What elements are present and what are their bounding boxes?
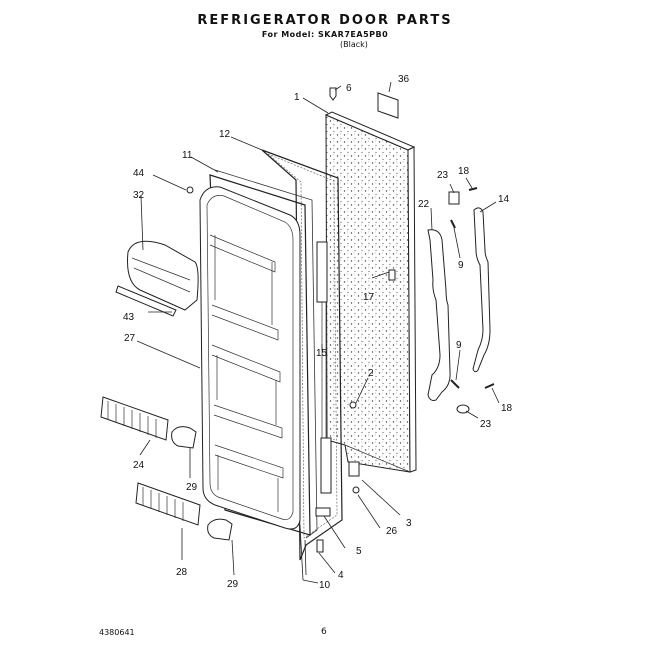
callout-29-lower: 29 bbox=[227, 579, 239, 590]
callout-29-upper: 29 bbox=[186, 482, 198, 493]
handle-trim-14 bbox=[472, 207, 491, 373]
callout-numbers: 1 2 3 4 5 6 9 9 10 11 12 14 15 17 18 18 … bbox=[123, 74, 513, 591]
handle-screw-top bbox=[468, 187, 478, 191]
callout-36: 36 bbox=[398, 74, 410, 85]
callout-4: 4 bbox=[338, 570, 344, 581]
footer-page-number: 6 bbox=[321, 627, 327, 637]
callout-32: 32 bbox=[133, 190, 145, 201]
dairy-trim-43 bbox=[115, 285, 177, 317]
page-title: REFRIGERATOR DOOR PARTS bbox=[197, 13, 453, 28]
shelf-cap-29-upper bbox=[171, 426, 197, 449]
callout-12: 12 bbox=[219, 129, 231, 140]
door-channel bbox=[316, 241, 332, 494]
callout-24: 24 bbox=[133, 460, 145, 471]
callout-1: 1 bbox=[294, 92, 300, 103]
footer-document-id: 4380641 bbox=[99, 628, 135, 637]
door-liner bbox=[199, 186, 301, 530]
callout-27: 27 bbox=[124, 333, 136, 344]
callout-14: 14 bbox=[498, 194, 510, 205]
model-code: (Black) bbox=[340, 40, 368, 49]
handle-screw-bottom bbox=[484, 383, 495, 389]
callout-17: 17 bbox=[363, 292, 375, 303]
door-handle-22 bbox=[427, 229, 451, 401]
callout-5: 5 bbox=[356, 546, 362, 557]
clip-17 bbox=[388, 269, 396, 281]
model-number: For Model: SKAR7EA5PB0 bbox=[261, 30, 389, 39]
door-shelf-28 bbox=[135, 482, 201, 526]
callout-18-upper: 18 bbox=[458, 166, 470, 177]
handle-pin-top bbox=[450, 219, 456, 229]
callout-6: 6 bbox=[346, 83, 352, 94]
callout-23-lower: 23 bbox=[480, 419, 492, 430]
outer-door-panel bbox=[324, 111, 417, 473]
door-gasket bbox=[261, 149, 343, 561]
callout-23-upper: 23 bbox=[437, 170, 449, 181]
dairy-door-32 bbox=[127, 240, 199, 311]
door-shelf-24 bbox=[100, 396, 169, 441]
callout-15: 15 bbox=[316, 348, 328, 359]
callout-11: 11 bbox=[182, 150, 193, 161]
callout-28: 28 bbox=[176, 567, 188, 578]
callout-3: 3 bbox=[406, 518, 412, 529]
callout-22: 22 bbox=[418, 199, 430, 210]
callout-43: 43 bbox=[123, 312, 135, 323]
shelf-cap-29-lower bbox=[207, 518, 233, 541]
screw-44 bbox=[186, 186, 194, 194]
handle-bracket-top bbox=[448, 191, 460, 205]
screw-2 bbox=[349, 401, 357, 409]
screw-6 bbox=[329, 87, 337, 101]
lower-hinge-parts bbox=[299, 507, 331, 581]
leader-lines bbox=[136, 81, 500, 584]
callout-18-lower: 18 bbox=[501, 403, 513, 414]
callout-9-lower: 9 bbox=[456, 340, 462, 351]
callout-44: 44 bbox=[133, 168, 145, 179]
callout-9-upper: 9 bbox=[458, 260, 464, 271]
handle-pin-bottom bbox=[450, 379, 460, 389]
callout-10: 10 bbox=[319, 580, 331, 591]
callout-26: 26 bbox=[386, 526, 398, 537]
label-36 bbox=[377, 92, 399, 119]
callout-2: 2 bbox=[368, 368, 374, 379]
lower-bracket bbox=[348, 461, 360, 494]
